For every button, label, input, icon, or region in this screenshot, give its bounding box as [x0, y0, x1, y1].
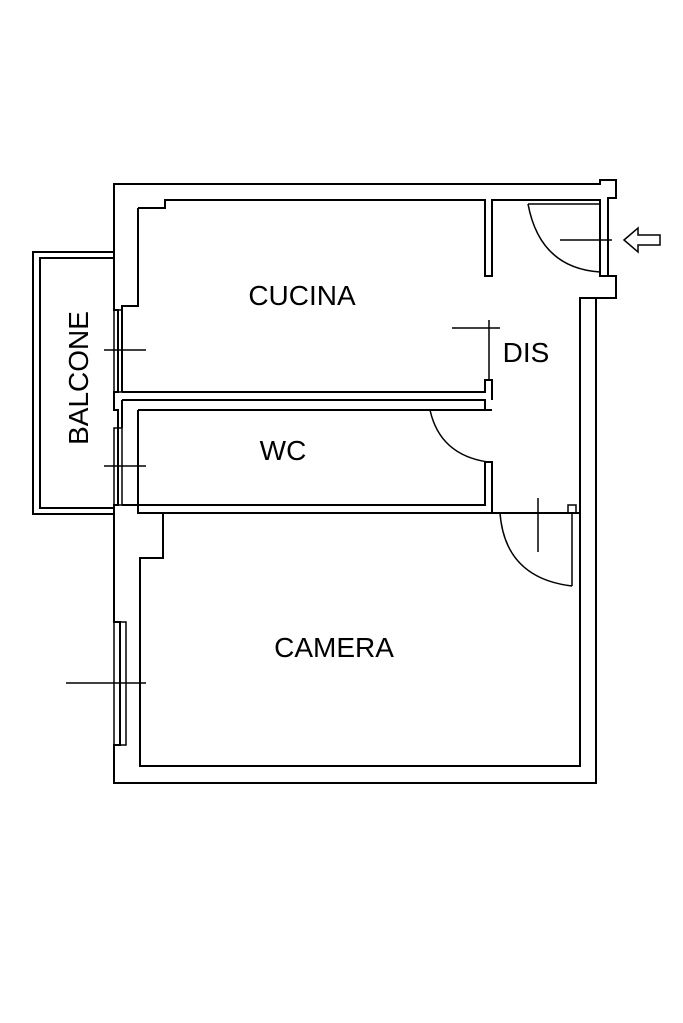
camera-label: CAMERA: [274, 632, 394, 663]
dis-label: DIS: [503, 337, 550, 368]
wc-door-swing: [429, 409, 489, 463]
room-wc: WC: [121, 399, 580, 514]
cucina-label: CUCINA: [248, 280, 356, 311]
inner-wall-outline: [138, 199, 608, 767]
wc-walls: [121, 399, 580, 514]
entrance-arrow: [622, 226, 661, 254]
outer-wall-outline: [113, 179, 617, 784]
balcony: BALCONE: [32, 251, 114, 515]
arrow-left-icon: [622, 226, 661, 254]
balcony-outline: [32, 251, 114, 515]
balcone-label: BALCONE: [63, 311, 94, 445]
room-cucina: CUCINA: [121, 208, 500, 400]
windows: [66, 309, 146, 746]
outer-walls: [113, 179, 617, 784]
camera-door-jamb: [567, 504, 577, 514]
camera-door-swing: [499, 512, 573, 587]
room-camera: CAMERA: [274, 498, 577, 663]
wc-label: WC: [260, 435, 307, 466]
room-dis: DIS: [503, 203, 612, 368]
entrance-door-swing: [527, 203, 601, 273]
window-cucina: [113, 309, 123, 393]
